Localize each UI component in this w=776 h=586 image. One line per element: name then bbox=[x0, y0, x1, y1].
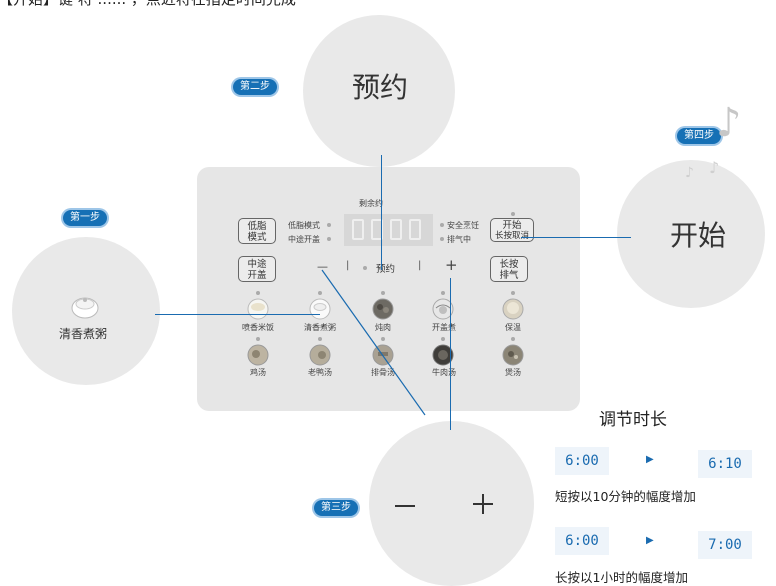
control-panel bbox=[197, 167, 580, 411]
connector-menu bbox=[155, 314, 320, 316]
music-note-small-icon-2: ♪ bbox=[709, 158, 720, 177]
step-tag-2: 第二步 bbox=[233, 79, 277, 95]
menu-indicator-light bbox=[381, 337, 385, 341]
adjust-minus-icon bbox=[395, 505, 415, 507]
short-press-caption: 短按以10分钟的幅度增加 bbox=[555, 489, 696, 504]
menu-label: 清香煮粥 bbox=[304, 323, 336, 332]
menu-indicator-light bbox=[441, 291, 445, 295]
menu-indicator-light bbox=[318, 291, 322, 295]
long-press-arrow-icon: ▶ bbox=[646, 535, 654, 546]
adjust-duration-title: 调节时长 bbox=[599, 410, 667, 430]
remaining-label: 剩余约 bbox=[359, 199, 383, 208]
low-fat-indicator-label: 低脂模式 bbox=[288, 221, 320, 230]
open-lid-cook-icon[interactable] bbox=[431, 296, 455, 320]
step-tag-3: 第三步 bbox=[314, 500, 358, 516]
panel-plus-button[interactable]: + bbox=[445, 256, 458, 274]
duck-soup-icon[interactable] bbox=[308, 342, 332, 366]
music-note-icon: ♪ bbox=[716, 100, 742, 146]
mid-open-indicator-light bbox=[327, 237, 331, 241]
panel-minus-button[interactable]: — bbox=[317, 260, 328, 273]
rice-icon[interactable] bbox=[246, 296, 270, 320]
start-circle bbox=[617, 160, 765, 308]
beef-soup-icon[interactable] bbox=[431, 342, 455, 366]
adjust-plus-icon bbox=[473, 494, 493, 514]
reserve-indicator-light bbox=[363, 266, 367, 270]
slow-soup-icon[interactable] bbox=[501, 342, 525, 366]
menu-circle-pot-icon bbox=[70, 290, 100, 320]
short-press-from-time: 6:00 bbox=[555, 447, 609, 475]
low-fat-indicator-light bbox=[327, 223, 331, 227]
exhaust-indicator-light bbox=[440, 237, 444, 241]
exhaust-label: 排气中 bbox=[447, 235, 471, 244]
mid-open-indicator-label: 中途开盖 bbox=[288, 235, 320, 244]
keep-warm-icon[interactable] bbox=[501, 296, 525, 320]
panel-reserve-button[interactable]: 预约 bbox=[376, 264, 396, 275]
led-display bbox=[344, 214, 433, 246]
connector-minus bbox=[321, 269, 426, 416]
long-press-caption: 长按以1小时的幅度增加 bbox=[555, 570, 688, 585]
safe-cook-indicator-light bbox=[440, 223, 444, 227]
safe-cook-label: 安全烹饪 bbox=[447, 221, 479, 230]
menu-label: 排骨汤 bbox=[371, 368, 395, 377]
connector-reserve bbox=[381, 155, 383, 270]
menu-label: 开盖煮 bbox=[432, 323, 456, 332]
panel-separator-2: | bbox=[418, 260, 422, 271]
menu-label: 牛肉汤 bbox=[432, 368, 456, 377]
reserve-circle-label: 预约 bbox=[352, 71, 409, 104]
step-tag-4: 第四步 bbox=[677, 128, 721, 144]
menu-indicator-light bbox=[511, 291, 515, 295]
start-circle-label: 开始 bbox=[670, 219, 727, 252]
menu-indicator-light bbox=[381, 291, 385, 295]
menu-label: 老鸭汤 bbox=[308, 368, 332, 377]
connector-start bbox=[521, 237, 631, 239]
reserve-circle bbox=[303, 15, 455, 167]
mid-open-button[interactable]: 中途开盖 bbox=[238, 256, 276, 282]
connector-plus bbox=[450, 278, 452, 430]
menu-circle-label: 清香煮粥 bbox=[59, 327, 108, 341]
chicken-soup-icon[interactable] bbox=[246, 342, 270, 366]
menu-indicator-light bbox=[256, 337, 260, 341]
menu-label: 保温 bbox=[505, 323, 521, 332]
long-press-to-time: 7:00 bbox=[698, 531, 752, 559]
menu-indicator-light bbox=[511, 337, 515, 341]
panel-separator-1: | bbox=[346, 260, 350, 271]
top-instruction-text: 【开始】键 将 ...... ，点近将在指定时间完成 bbox=[0, 0, 296, 9]
short-press-arrow-icon: ▶ bbox=[646, 454, 654, 465]
start-indicator-light bbox=[511, 212, 515, 216]
menu-label: 煲汤 bbox=[505, 368, 521, 377]
long-press-from-time: 6:00 bbox=[555, 527, 609, 555]
menu-label: 喷香米饭 bbox=[242, 323, 274, 332]
menu-indicator-light bbox=[318, 337, 322, 341]
menu-indicator-light bbox=[256, 291, 260, 295]
low-fat-mode-button[interactable]: 低脂模式 bbox=[238, 218, 276, 244]
short-press-to-time: 6:10 bbox=[698, 450, 752, 478]
start-button[interactable]: 开始长按取消 bbox=[490, 218, 534, 242]
long-press-exhaust-button[interactable]: 长按排气 bbox=[490, 256, 528, 282]
music-note-small-icon: ♪ bbox=[685, 165, 694, 181]
adjust-circle bbox=[369, 421, 534, 586]
menu-label: 炖肉 bbox=[375, 323, 391, 332]
stew-meat-icon[interactable] bbox=[371, 296, 395, 320]
menu-label: 鸡汤 bbox=[250, 368, 266, 377]
menu-indicator-light bbox=[441, 337, 445, 341]
step-tag-1: 第一步 bbox=[63, 210, 107, 226]
